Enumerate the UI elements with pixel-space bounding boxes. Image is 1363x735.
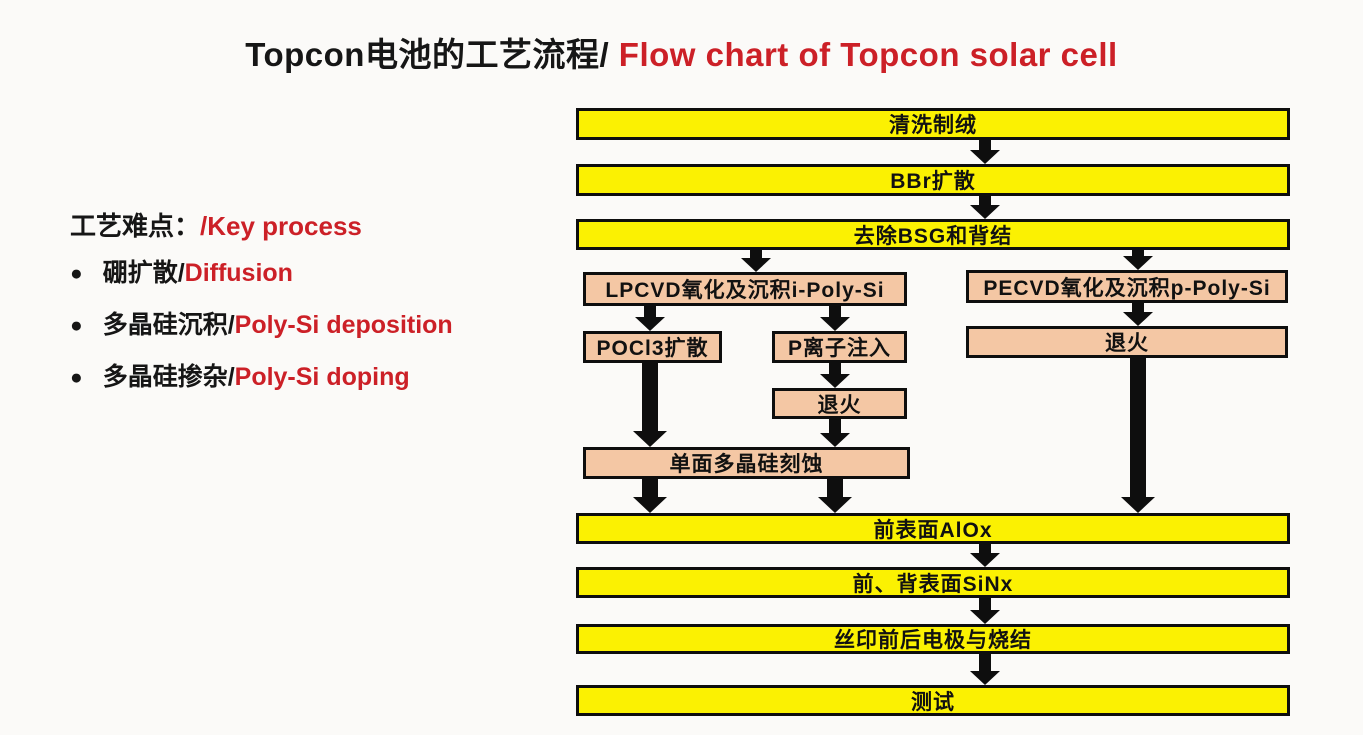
flow-node-label: 单面多晶硅刻蚀 xyxy=(669,453,824,476)
arrow-shaft xyxy=(979,195,991,207)
arrow-head-icon xyxy=(633,431,667,447)
arrow-head-icon xyxy=(970,671,1000,685)
key-process-panel: 工艺难点：/Key process ● 硼扩散/ Diffusion ● 多晶硅… xyxy=(70,210,540,413)
flow-node-pecvd: PECVD氧化及沉积p-Poly-Si xyxy=(966,270,1288,303)
arrow-shaft xyxy=(829,362,841,376)
bullet-icon: ● xyxy=(70,314,83,337)
key-item-en: Diffusion xyxy=(184,259,293,287)
flow-node-label: PECVD氧化及沉积p-Poly-Si xyxy=(983,276,1271,300)
key-process-item-doping: ● 多晶硅掺杂/Poly-Si doping xyxy=(70,361,540,394)
flow-arrow-pecvd-to-anneal xyxy=(1123,302,1153,326)
flow-arrow-pocl3-to-etch xyxy=(633,362,667,447)
arrow-head-icon xyxy=(818,497,852,513)
flow-node-label: 退火 xyxy=(817,393,862,417)
key-process-heading-cn: 工艺难点： xyxy=(70,211,201,241)
flow-arrow-alox-to-sinx xyxy=(970,543,1000,567)
flow-arrow-bbr-to-bsg xyxy=(970,195,1000,219)
flow-arrow-bsg-to-pecvd xyxy=(1123,248,1153,270)
flow-node-label: 测试 xyxy=(911,690,955,714)
flow-arrow-clean-to-bbr xyxy=(970,140,1000,164)
flow-node-test: 测试 xyxy=(576,685,1290,716)
flow-arrow-etch-to-alox-l xyxy=(633,478,667,513)
key-item-cn: 多晶硅掺杂/ xyxy=(102,363,235,391)
arrow-shaft xyxy=(1132,302,1144,314)
flow-node-bbr: BBr扩散 xyxy=(576,164,1290,196)
page-title-en: Flow chart of Topcon solar cell xyxy=(618,36,1118,73)
arrow-shaft xyxy=(642,362,658,433)
flow-arrow-print-to-test xyxy=(970,653,1000,685)
flow-arrow-sinx-to-print xyxy=(970,597,1000,624)
arrow-shaft xyxy=(1130,357,1146,499)
flow-node-label: 退火 xyxy=(1105,332,1149,355)
flow-arrow-bsg-to-lpcvd xyxy=(741,250,771,272)
page-title-cn: Topcon电池的工艺流程/ xyxy=(245,36,619,73)
flow-node-anneal_l: 退火 xyxy=(772,388,907,419)
page-title: Topcon电池的工艺流程/ Flow chart of Topcon sola… xyxy=(0,28,1363,76)
flow-node-implant: P离子注入 xyxy=(772,331,907,363)
flow-node-label: 前、背表面SiNx xyxy=(852,572,1014,596)
key-process-item-deposition: ● 多晶硅沉积/Poly-Si deposition xyxy=(70,309,540,342)
arrow-shaft xyxy=(829,418,841,435)
key-item-cn: 硼扩散/ xyxy=(102,259,185,287)
flow-node-label: BBr扩散 xyxy=(890,170,976,193)
flow-node-label: 丝印前后电极与烧结 xyxy=(834,629,1032,652)
arrow-shaft xyxy=(829,305,841,319)
flow-arrow-anneal-to-etch xyxy=(820,418,850,447)
bullet-icon: ● xyxy=(70,366,83,389)
flow-arrow-anneal-r-to-alox xyxy=(1121,357,1155,513)
arrow-head-icon xyxy=(1123,256,1153,270)
flow-node-clean: 清洗制绒 xyxy=(576,108,1290,140)
arrow-head-icon xyxy=(970,205,1000,219)
arrow-head-icon xyxy=(741,258,771,272)
flow-node-pocl3: POCl3扩散 xyxy=(583,331,722,363)
arrow-head-icon xyxy=(1123,312,1153,326)
flow-node-anneal_r: 退火 xyxy=(966,326,1288,358)
flow-arrow-etch-to-alox-r xyxy=(818,478,852,513)
arrow-shaft xyxy=(1132,248,1144,258)
flow-node-print: 丝印前后电极与烧结 xyxy=(576,624,1290,654)
arrow-shaft xyxy=(827,478,843,499)
arrow-head-icon xyxy=(633,497,667,513)
flow-node-bsg: 去除BSG和背结 xyxy=(576,219,1290,250)
arrow-head-icon xyxy=(635,317,665,331)
key-item-en: Poly-Si doping xyxy=(234,363,410,391)
arrow-head-icon xyxy=(820,374,850,388)
arrow-shaft xyxy=(979,140,991,152)
arrow-shaft xyxy=(979,653,991,673)
key-process-heading: 工艺难点：/Key process xyxy=(70,210,540,243)
flow-node-label: 清洗制绒 xyxy=(889,114,977,137)
arrow-head-icon xyxy=(970,553,1000,567)
flow-node-lpcvd: LPCVD氧化及沉积i-Poly-Si xyxy=(583,272,907,306)
key-item-cn: 多晶硅沉积/ xyxy=(102,311,235,339)
arrow-shaft xyxy=(642,478,658,499)
flow-arrow-lpcvd-to-implant xyxy=(820,305,850,331)
flow-node-label: LPCVD氧化及沉积i-Poly-Si xyxy=(605,279,885,302)
arrow-head-icon xyxy=(820,317,850,331)
flow-node-etch: 单面多晶硅刻蚀 xyxy=(583,447,910,479)
arrow-head-icon xyxy=(820,433,850,447)
arrow-head-icon xyxy=(970,150,1000,164)
flow-node-alox: 前表面AlOx xyxy=(576,513,1290,544)
flow-arrow-implant-to-anneal xyxy=(820,362,850,388)
bullet-icon: ● xyxy=(70,262,83,285)
flow-node-label: 去除BSG和背结 xyxy=(853,224,1013,248)
key-process-heading-en: /Key process xyxy=(200,211,362,241)
arrow-head-icon xyxy=(1121,497,1155,513)
flow-node-sinx: 前、背表面SiNx xyxy=(576,567,1290,598)
arrow-shaft xyxy=(644,305,656,319)
key-item-en: Poly-Si deposition xyxy=(234,311,453,339)
key-process-item-diffusion: ● 硼扩散/ Diffusion xyxy=(70,257,540,290)
arrow-shaft xyxy=(750,250,762,260)
flow-node-label: POCl3扩散 xyxy=(596,337,709,360)
flow-node-label: P离子注入 xyxy=(787,337,891,360)
flow-node-label: 前表面AlOx xyxy=(873,518,993,542)
arrow-shaft xyxy=(979,597,991,612)
arrow-head-icon xyxy=(970,610,1000,624)
flow-arrow-lpcvd-to-pocl3 xyxy=(635,305,665,331)
arrow-shaft xyxy=(979,543,991,555)
